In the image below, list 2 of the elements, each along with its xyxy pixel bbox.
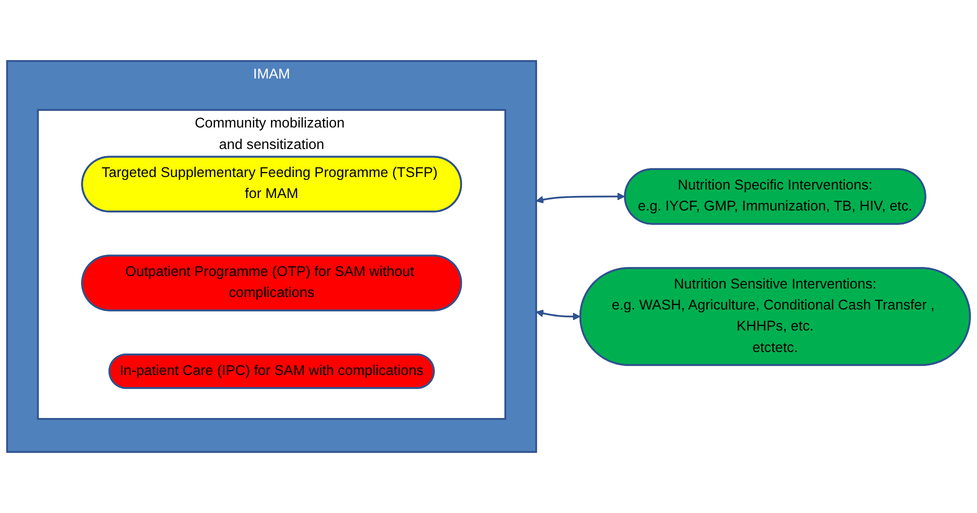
arrow	[536, 192, 625, 204]
arrow	[536, 310, 580, 320]
